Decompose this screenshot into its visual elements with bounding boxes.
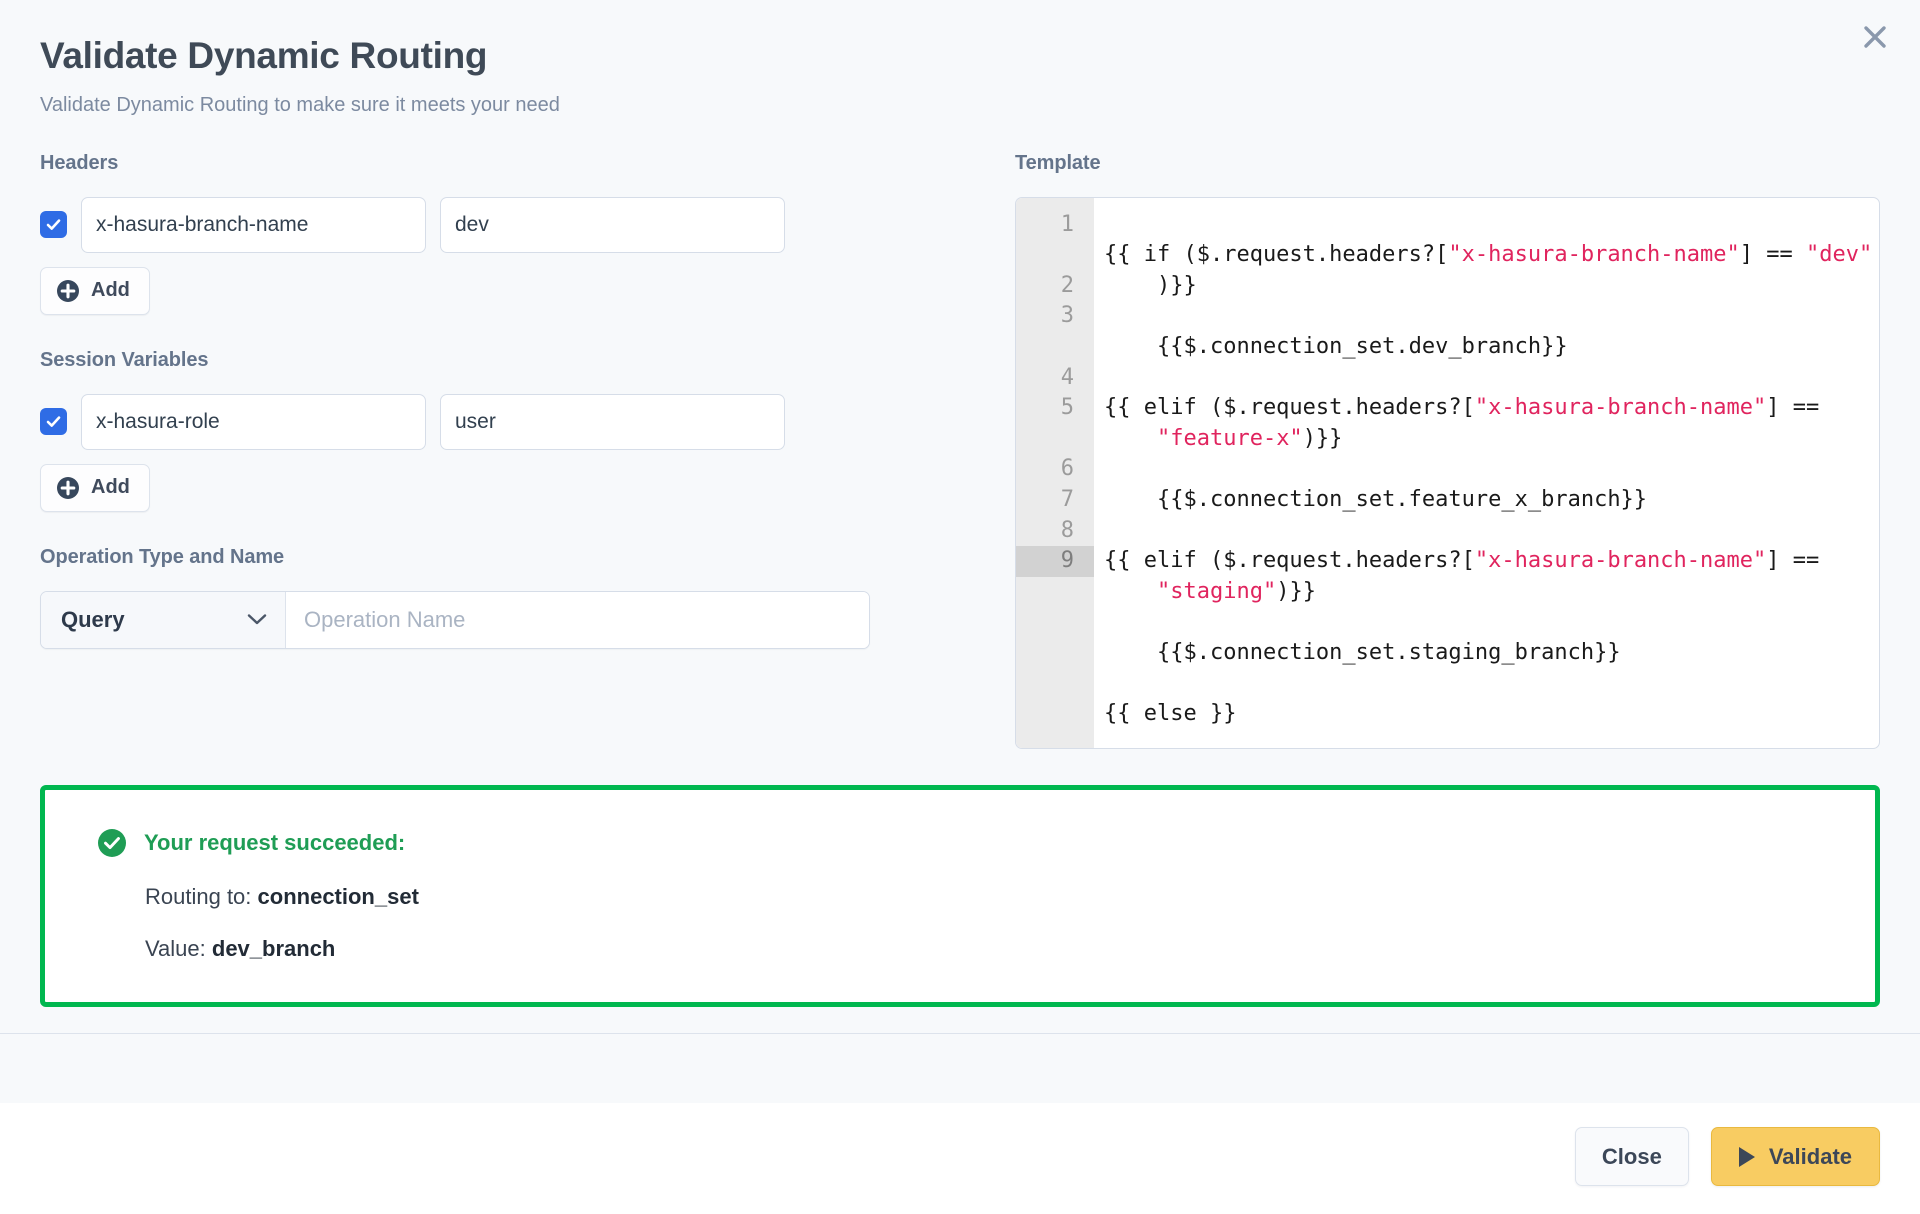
add-session-variable-label: Add: [91, 476, 130, 499]
code-line-7: {{ else }}: [1104, 701, 1237, 727]
operation-name-input[interactable]: [286, 591, 869, 648]
checkmark-icon: [46, 416, 61, 428]
header-key-input[interactable]: [81, 196, 426, 253]
left-column: Headers Add: [40, 152, 980, 749]
line-number: 8: [1060, 517, 1074, 543]
code-line-1: {{ if ($.request.headers?["x-hasura-bran…: [1104, 242, 1873, 298]
header-row: [40, 196, 980, 253]
banner-title: Your request succeeded:: [144, 829, 406, 855]
code-line-5: {{ elif ($.request.headers?["x-hasura-br…: [1104, 548, 1820, 604]
modal-body: Headers Add: [0, 118, 1920, 1103]
operation-section-label: Operation Type and Name: [40, 545, 285, 568]
checkmark-icon: [46, 219, 61, 231]
line-number: 5: [1060, 395, 1074, 421]
routing-value: connection_set: [257, 883, 419, 909]
header-enabled-checkbox[interactable]: [40, 211, 67, 239]
operation-type-value: Query: [61, 606, 125, 632]
add-header-button[interactable]: Add: [40, 266, 150, 315]
chevron-down-icon: [247, 614, 267, 625]
modal-footer: Close Validate: [0, 1103, 1920, 1214]
routing-label: Routing to:: [145, 883, 252, 909]
page-subtitle: Validate Dynamic Routing to make sure it…: [40, 93, 560, 116]
close-button[interactable]: Close: [1574, 1127, 1689, 1186]
session-key-input[interactable]: [81, 393, 426, 450]
play-icon: [1738, 1146, 1755, 1167]
headers-section-label: Headers: [40, 151, 119, 174]
footer-divider: [0, 1032, 1920, 1034]
code-line-4: {{$.connection_set.feature_x_branch}}: [1104, 487, 1648, 512]
form-columns: Headers Add: [40, 118, 1880, 749]
session-value-input[interactable]: [440, 393, 785, 450]
banner-header: Your request succeeded:: [45, 828, 1875, 858]
line-number: 1: [1060, 211, 1074, 237]
value-label: Value:: [145, 935, 206, 961]
line-number-active: 9: [1016, 546, 1094, 577]
right-column: Template 1 2 3 4 5 6 7 8 9: [980, 152, 1880, 749]
close-x-glyph: [1864, 26, 1886, 48]
line-number: 6: [1060, 456, 1074, 482]
template-section-label: Template: [1015, 151, 1101, 174]
validate-button-label: Validate: [1768, 1143, 1852, 1169]
code-line-2: {{$.connection_set.dev_branch}}: [1104, 334, 1568, 360]
line-number: 7: [1060, 487, 1074, 512]
line-number: 2: [1060, 272, 1074, 298]
add-session-variable-button[interactable]: Add: [40, 463, 150, 512]
plus-circle-icon: [57, 279, 79, 302]
session-enabled-checkbox[interactable]: [40, 408, 67, 436]
code-line-3: {{ elif ($.request.headers?["x-hasura-br…: [1104, 395, 1820, 451]
editor-gutter: 1 2 3 4 5 6 7 8 9: [1016, 197, 1094, 748]
banner-routing-line: Routing to: connection_set: [45, 884, 1875, 910]
add-header-label: Add: [91, 279, 130, 302]
modal-header: Validate Dynamic Routing Validate Dynami…: [0, 0, 1920, 118]
operation-row: Query: [40, 590, 870, 649]
plus-circle-icon: [57, 476, 79, 499]
session-row: [40, 393, 980, 450]
page-title: Validate Dynamic Routing: [40, 35, 488, 76]
code-line-6: {{$.connection_set.staging_branch}}: [1104, 639, 1621, 665]
template-editor[interactable]: 1 2 3 4 5 6 7 8 9 {{ if ($.request.heade…: [1015, 196, 1880, 749]
line-number: 4: [1060, 364, 1074, 390]
line-number: 3: [1060, 303, 1074, 329]
session-section-label: Session Variables: [40, 348, 209, 371]
operation-type-select[interactable]: Query: [41, 591, 286, 648]
editor-code-area[interactable]: {{ if ($.request.headers?["x-hasura-bran…: [1094, 198, 1879, 748]
validation-result-banner: Your request succeeded: Routing to: conn…: [40, 784, 1880, 1007]
check-circle-icon: [98, 828, 126, 857]
banner-value-line: Value: dev_branch: [45, 936, 1875, 962]
header-value-input[interactable]: [440, 196, 785, 253]
close-icon[interactable]: [1852, 14, 1898, 60]
value-value: dev_branch: [211, 935, 336, 961]
validate-button[interactable]: Validate: [1710, 1127, 1880, 1186]
